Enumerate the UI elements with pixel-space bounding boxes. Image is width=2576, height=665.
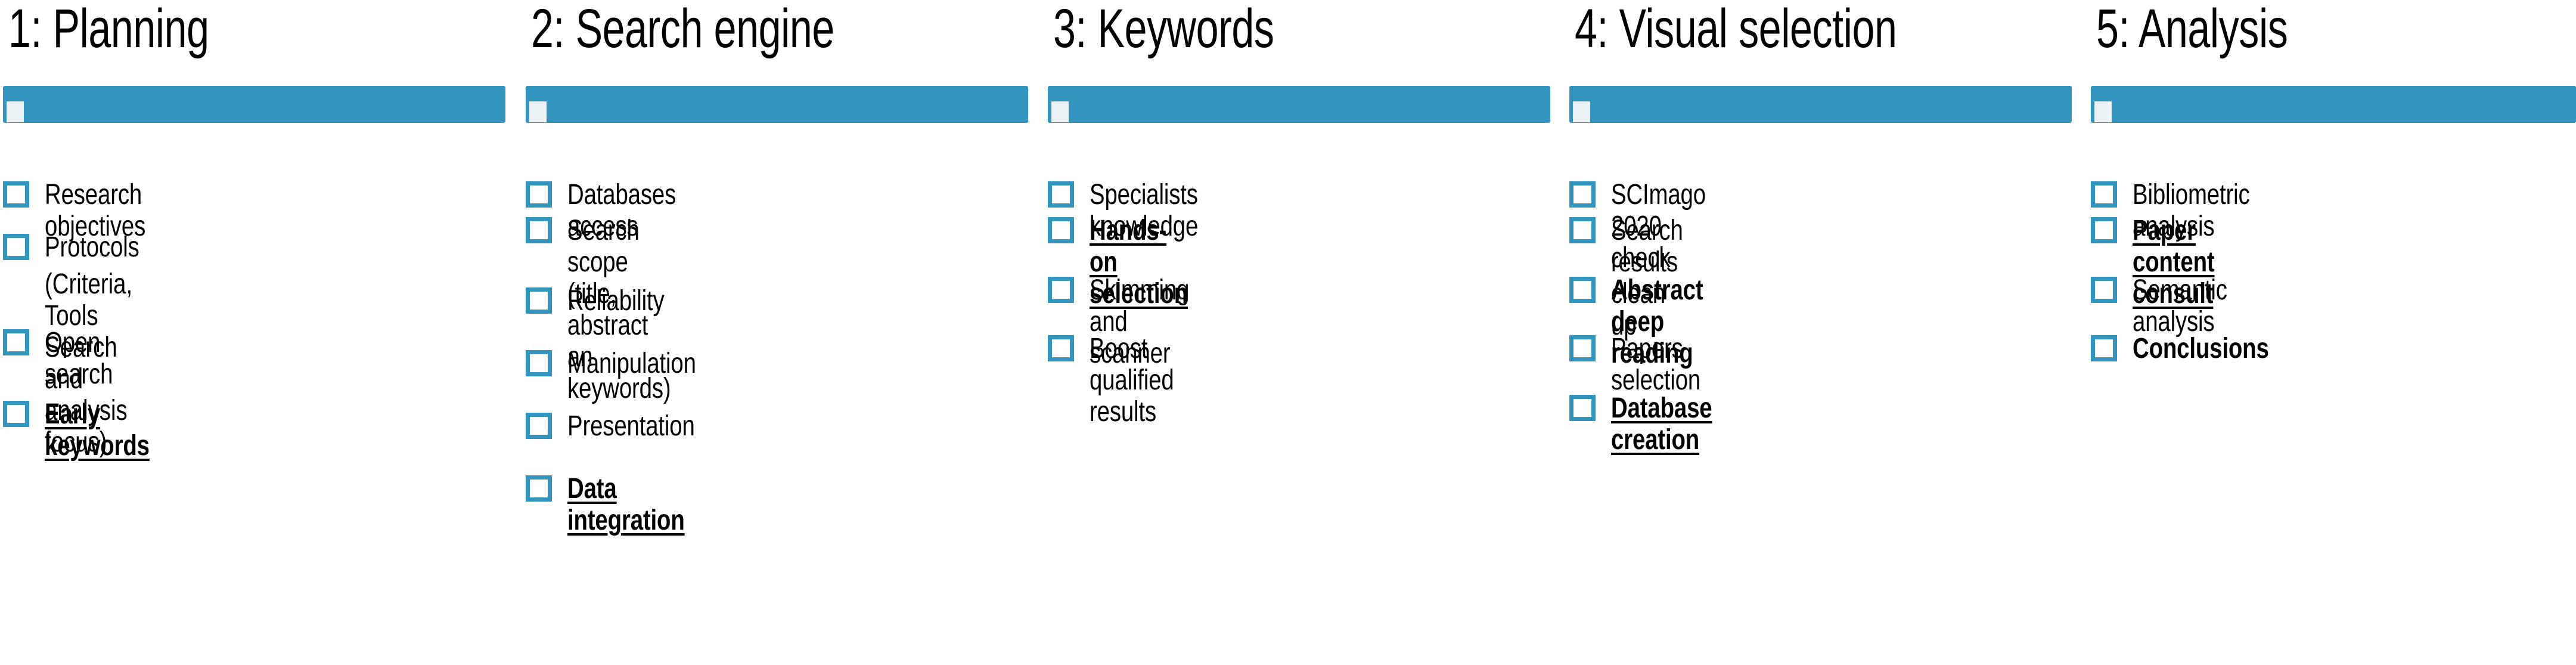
phase-bar-marker	[2094, 101, 2112, 122]
checklist-item-label: Abstract deep reading	[1611, 274, 1703, 369]
checkbox-icon[interactable]	[1569, 335, 1596, 361]
phase-progress-bar	[2091, 86, 2576, 123]
checkbox-icon[interactable]	[1569, 395, 1596, 421]
checklist-item[interactable]: Manipulation	[526, 348, 728, 379]
checklist-item-label: Early keywords	[45, 398, 150, 462]
checkbox-icon[interactable]	[526, 475, 552, 502]
checkbox-icon[interactable]	[3, 329, 29, 355]
checklist-item[interactable]: Hands-on selection	[1048, 215, 1212, 310]
checkbox-icon[interactable]	[3, 234, 29, 260]
checklist-item-label: Databases access	[567, 179, 676, 242]
checkbox-icon[interactable]	[2091, 335, 2117, 361]
checklist-item-label: Semantic analysis	[2133, 274, 2227, 338]
checklist-item-label: Reliability	[567, 285, 665, 317]
checklist-item-label: Research objectives	[45, 179, 146, 242]
phase-title: 5: Analysis	[2096, 0, 2288, 59]
checklist-item[interactable]: Early keywords	[3, 398, 176, 462]
checklist-item[interactable]: Abstract deep reading	[1569, 274, 1726, 369]
phase-bar-marker	[1573, 101, 1590, 122]
checklist-item-label: SCImago 2020 check	[1611, 179, 1706, 274]
checklist-item[interactable]: Bibliometric analysis	[2091, 179, 2279, 242]
checklist-item[interactable]: Search scope (title, abstract an keyword…	[526, 215, 697, 404]
checkbox-icon[interactable]	[3, 181, 29, 208]
checklist-item[interactable]: Paper content consult	[2091, 215, 2235, 310]
checkbox-icon[interactable]	[526, 413, 552, 439]
phase-bar-marker	[1051, 101, 1069, 122]
checklist-item[interactable]: Search results clean up	[1569, 215, 1701, 341]
phase-title: 2: Search engine	[531, 0, 834, 59]
checklist-item-label: Data integration	[567, 473, 685, 536]
checkbox-icon[interactable]	[1048, 335, 1074, 361]
checklist-item[interactable]: Data integration	[526, 473, 714, 536]
phase-progress-bar	[3, 86, 505, 123]
checklist-item-label: Hands-on selection	[1090, 215, 1188, 310]
checklist-item[interactable]: Skimming and scanner	[1048, 274, 1214, 369]
checklist-item-label: Open search	[45, 327, 113, 390]
checklist-item-label: Paper content consult	[2133, 215, 2215, 310]
checklist-item[interactable]: Databases access	[526, 179, 703, 242]
checkbox-icon[interactable]	[526, 287, 552, 314]
checkbox-icon[interactable]	[2091, 181, 2117, 208]
checklist-item[interactable]: Presentation	[526, 410, 727, 442]
phase-progress-bar	[526, 86, 1028, 123]
checklist-item[interactable]: Semantic analysis	[2091, 274, 2251, 338]
checklist-item-note: (Criteria, Tools Search and analysis foc…	[45, 268, 133, 458]
checklist-item-label: Search results clean up	[1611, 215, 1683, 341]
phase-title: 4: Visual selection	[1575, 0, 1897, 59]
checklist-item[interactable]: SCImago 2020 check	[1569, 179, 1730, 274]
checklist-item-label: Boost qualified results	[1090, 333, 1174, 428]
checkbox-icon[interactable]	[2091, 217, 2117, 243]
checkbox-icon[interactable]	[2091, 277, 2117, 303]
checkbox-icon[interactable]	[3, 401, 29, 427]
checklist-item[interactable]: Conclusions	[2091, 333, 2303, 364]
checklist-item[interactable]: Specialists knowledge	[1048, 179, 1225, 242]
checklist-item-label: Protocols	[45, 231, 139, 263]
phase-bar-marker	[529, 101, 547, 122]
checkbox-icon[interactable]	[526, 350, 552, 376]
checklist-item-label: Conclusions	[2133, 333, 2269, 364]
checkbox-icon[interactable]	[1569, 217, 1596, 243]
checkbox-icon[interactable]	[1048, 181, 1074, 208]
checklist-item[interactable]: Papers selection	[1569, 333, 1723, 396]
checklist-item-label: Skimming and scanner	[1090, 274, 1190, 369]
checkbox-icon[interactable]	[526, 217, 552, 243]
phase-progress-bar	[1569, 86, 2072, 123]
checkbox-icon[interactable]	[1048, 277, 1074, 303]
checkbox-icon[interactable]	[1048, 217, 1074, 243]
checklist-item-label: Papers selection	[1611, 333, 1701, 396]
checklist-item[interactable]: Protocols	[3, 231, 163, 263]
checklist-item[interactable]: Open search	[3, 327, 130, 390]
checklist-item-label: Manipulation	[567, 348, 696, 379]
checklist-item-label: Search scope (title, abstract an keyword…	[567, 215, 671, 404]
phase-progress-bar	[1048, 86, 1550, 123]
checklist-item-label: Presentation	[567, 410, 695, 442]
checklist-item-label: Specialists knowledge	[1090, 179, 1199, 242]
checklist-item[interactable]: Boost qualified results	[1048, 333, 1195, 428]
checklist-item-label: Bibliometric analysis	[2133, 179, 2250, 242]
checkbox-icon[interactable]	[526, 181, 552, 208]
checklist-item[interactable]: Reliability	[526, 285, 688, 317]
checklist-item-label: Database creation	[1611, 392, 1712, 456]
checklist-item[interactable]: Research objectives	[3, 179, 170, 242]
phase-bar-marker	[7, 101, 24, 122]
checkbox-icon[interactable]	[1569, 277, 1596, 303]
phase-title: 3: Keywords	[1053, 0, 1274, 59]
phase-title: 1: Planning	[8, 0, 209, 59]
checkbox-icon[interactable]	[1569, 181, 1596, 208]
checklist-item[interactable]: Database creation	[1569, 392, 1737, 456]
